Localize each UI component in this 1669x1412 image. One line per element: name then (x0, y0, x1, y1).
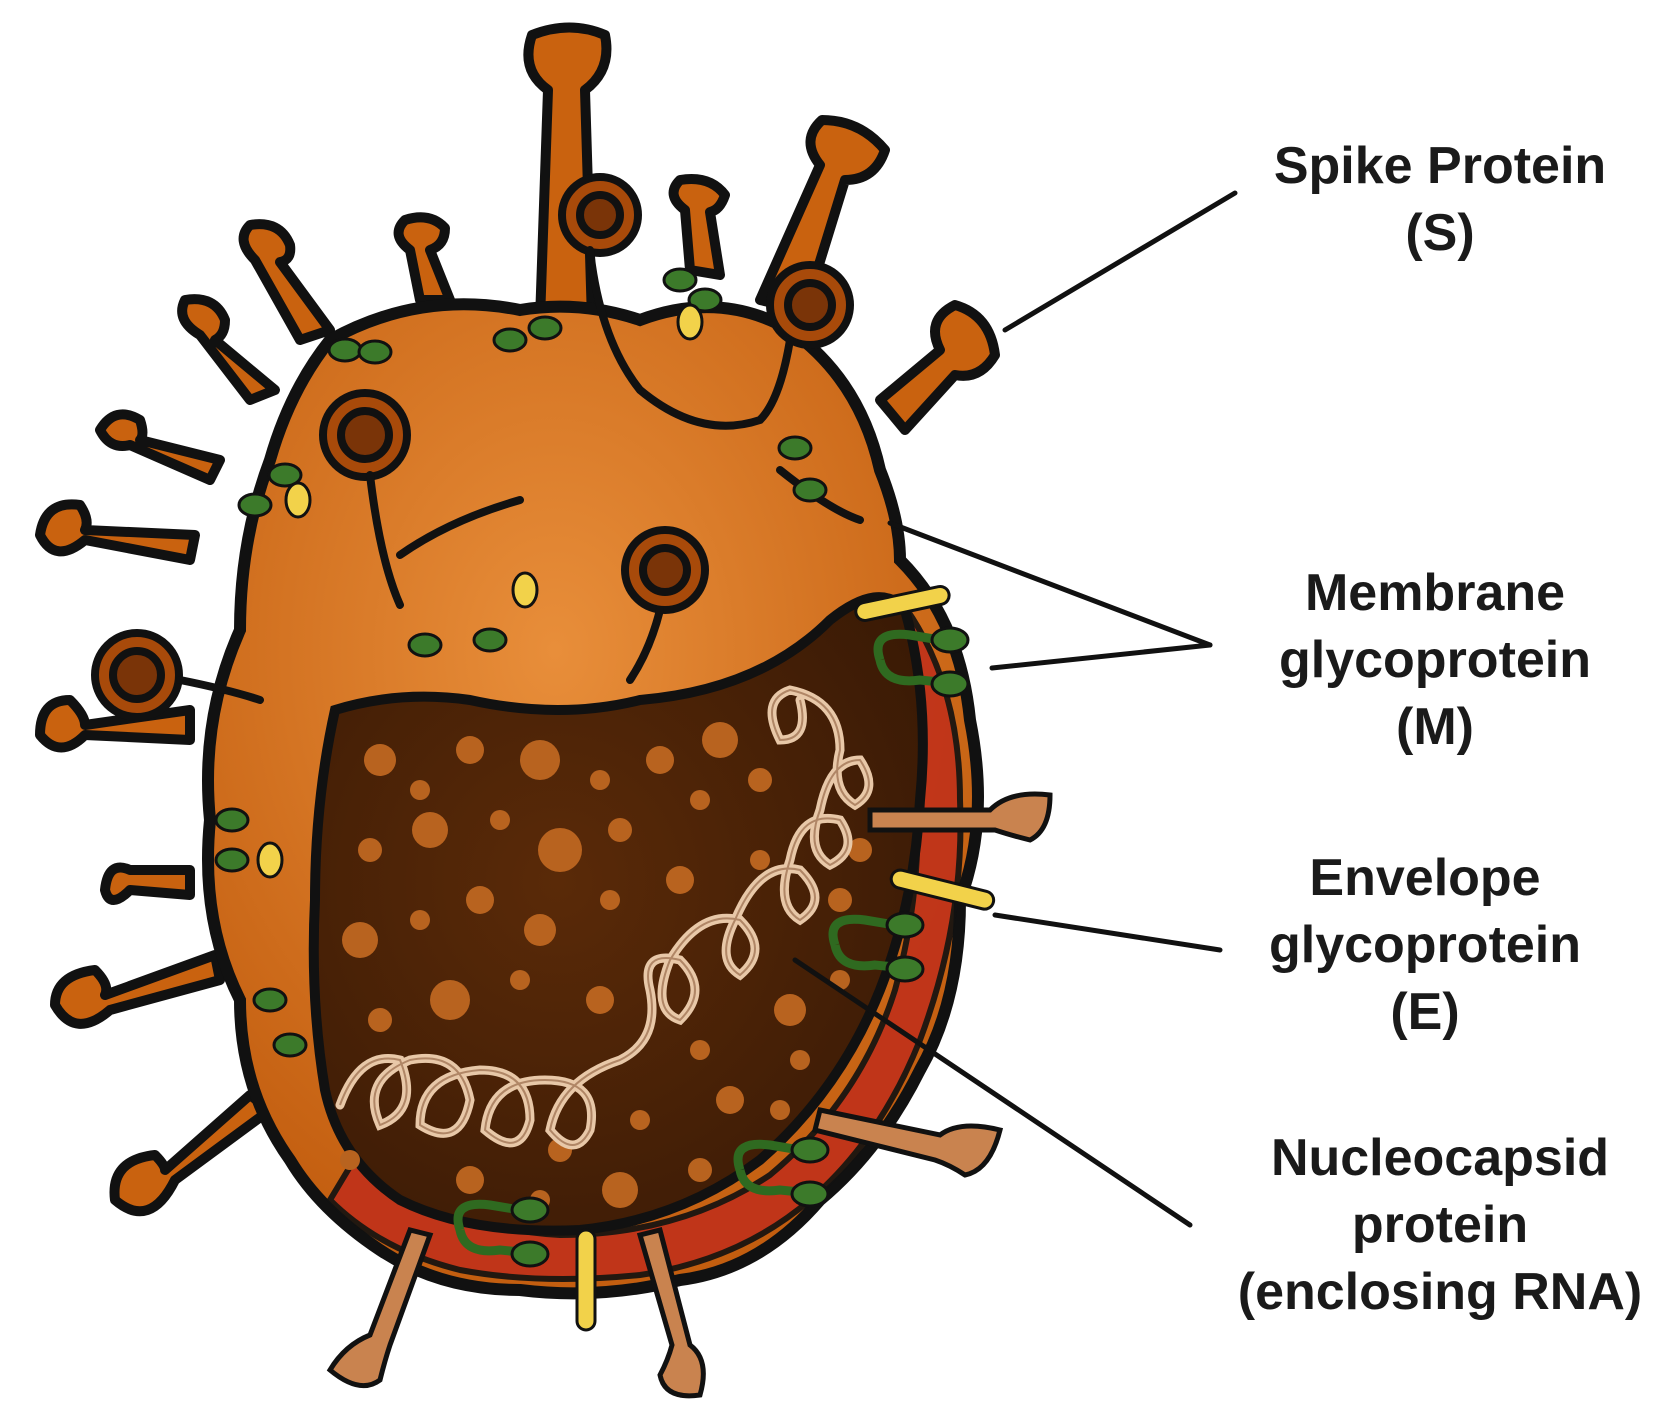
granule (750, 850, 770, 870)
granule (520, 740, 560, 780)
leader-membrane-2 (992, 645, 1210, 668)
granule (666, 866, 694, 894)
granule (410, 910, 430, 930)
granule (524, 914, 556, 946)
granule (630, 1110, 650, 1130)
e-protein (286, 483, 310, 517)
m-protein (409, 634, 441, 656)
spike-base-5-inner (113, 651, 161, 699)
granule (340, 1150, 360, 1170)
granule (368, 1008, 392, 1032)
spike-left-6 (105, 868, 190, 901)
label-membrane-line1: Membrane (1225, 560, 1645, 627)
label-membrane-line3: (M) (1225, 694, 1645, 761)
leader-spike (1005, 193, 1235, 330)
granule (586, 986, 614, 1014)
spike-base-1-inner (580, 195, 620, 235)
label-envelope-line3: (E) (1215, 979, 1635, 1046)
e-protein (513, 573, 537, 607)
m-protein (216, 809, 248, 831)
e-protein (258, 843, 282, 877)
spike-left-7 (55, 955, 220, 1024)
m-protein (274, 1034, 306, 1056)
label-nucleocapsid-protein: Nucleocapsid protein (enclosing RNA) (1215, 1125, 1665, 1326)
spike-small-top1 (399, 217, 450, 300)
leader-envelope (995, 915, 1220, 950)
granule (774, 994, 806, 1026)
label-spike-line1: Spike Protein (1230, 133, 1650, 200)
granule (466, 886, 494, 914)
m-protein (254, 989, 286, 1011)
granule (364, 744, 396, 776)
m-protein (216, 849, 248, 871)
m-protein (529, 317, 561, 339)
spike-left-4 (40, 504, 195, 560)
label-nucleocapsid-line3: (enclosing RNA) (1215, 1259, 1665, 1326)
granule (430, 980, 470, 1020)
label-envelope-glycoprotein: Envelope glycoprotein (E) (1215, 845, 1635, 1046)
m-protein (474, 629, 506, 651)
granule (770, 1100, 790, 1120)
m-protein (359, 341, 391, 363)
label-envelope-line2: glycoprotein (1215, 912, 1635, 979)
spike-left-8 (115, 1095, 271, 1211)
granule (690, 1040, 710, 1060)
granule (646, 746, 674, 774)
granule (490, 810, 510, 830)
granule (456, 736, 484, 764)
label-spike-protein: Spike Protein (S) (1230, 133, 1650, 267)
label-envelope-line1: Envelope (1215, 845, 1635, 912)
granule (456, 1166, 484, 1194)
granule (342, 922, 378, 958)
m-protein (239, 494, 271, 516)
granule (412, 812, 448, 848)
granule (510, 970, 530, 990)
m-protein (494, 329, 526, 351)
label-nucleocapsid-line1: Nucleocapsid (1215, 1125, 1665, 1192)
spike-base-2-inner (788, 283, 832, 327)
granule (600, 890, 620, 910)
m-protein (779, 437, 811, 459)
label-membrane-glycoprotein: Membrane glycoprotein (M) (1225, 560, 1645, 761)
spike-right-upper (880, 305, 995, 430)
m-protein (794, 479, 826, 501)
m-protein (664, 269, 696, 291)
spike-left-top (244, 224, 330, 340)
granule (690, 790, 710, 810)
m-protein (329, 339, 361, 361)
spike-left-2 (182, 299, 275, 400)
spike-base-3-inner (341, 411, 389, 459)
granule (828, 888, 852, 912)
granule (590, 770, 610, 790)
granule (790, 1050, 810, 1070)
label-spike-line2: (S) (1230, 200, 1650, 267)
spike-small-top2 (674, 179, 725, 275)
granule (410, 780, 430, 800)
granule (702, 722, 738, 758)
granule (688, 1158, 712, 1182)
granule (716, 1086, 744, 1114)
spike-left-3 (100, 414, 220, 480)
label-membrane-line2: glycoprotein (1225, 627, 1645, 694)
e-protein (678, 305, 702, 339)
granule (748, 768, 772, 792)
granule (602, 1172, 638, 1208)
granule (538, 828, 582, 872)
granule (358, 838, 382, 862)
label-nucleocapsid-line2: protein (1215, 1192, 1665, 1259)
granule (608, 818, 632, 842)
spike-base-4-inner (643, 548, 687, 592)
